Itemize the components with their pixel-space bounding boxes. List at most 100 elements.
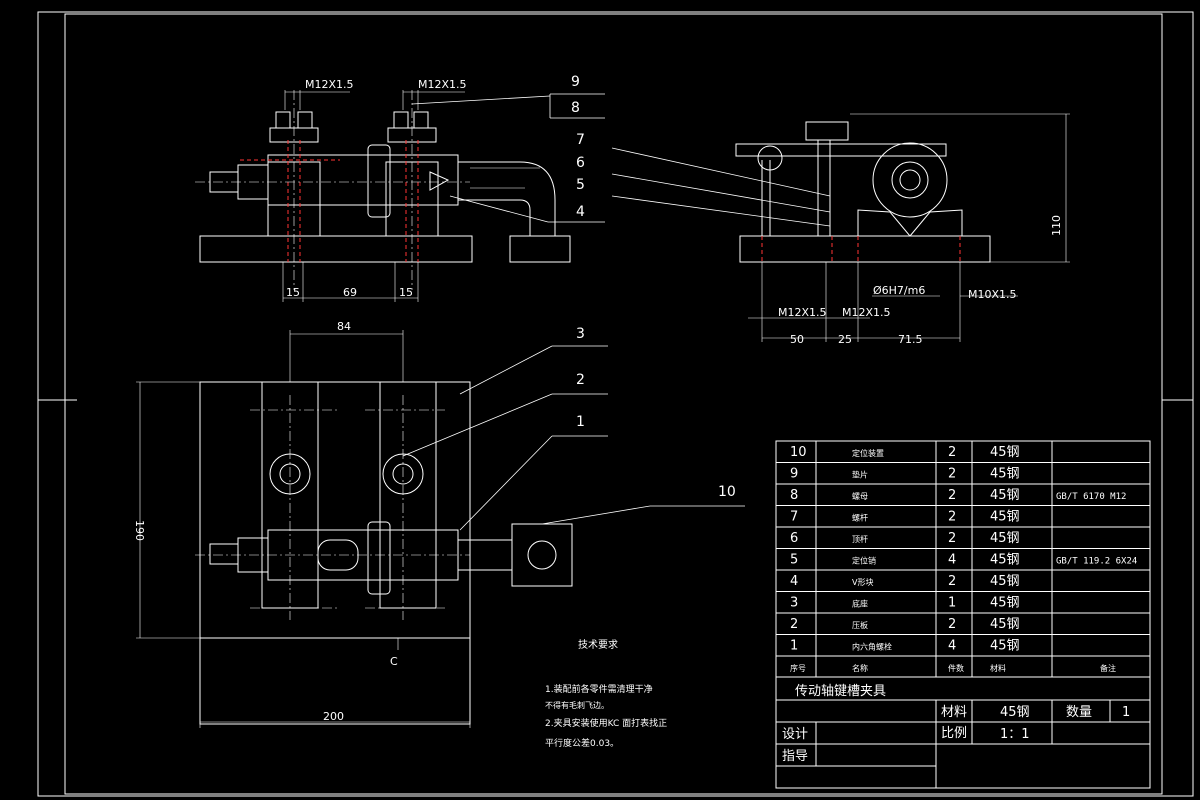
bom-cell-mat: 45钢 <box>990 467 1020 482</box>
top-locator <box>511 523 573 587</box>
balloon-4: 4 <box>576 204 585 220</box>
bom-cell-no: 2 <box>790 617 798 632</box>
side-dim-50: 50 <box>790 333 804 346</box>
front-dim-15-left: 15 <box>286 286 300 299</box>
top-dim-190: 190 <box>133 520 146 541</box>
bom-cell-mat: 45钢 <box>990 445 1020 460</box>
balloon-7: 7 <box>576 132 585 148</box>
side-clamp-plate <box>735 143 947 157</box>
front-dim-15-right: 15 <box>399 286 413 299</box>
bom-cell-qty: 4 <box>948 553 956 568</box>
bom-cell-mat: 45钢 <box>990 617 1020 632</box>
tech-line-4: 平行度公差0.03。 <box>545 737 619 749</box>
side-dim-25: 25 <box>838 333 852 346</box>
bom-cell-name: 内六角螺栓 <box>852 642 892 652</box>
tech-line-2: 不得有毛刺飞边。 <box>545 700 609 710</box>
tech-title: 技术要求 <box>578 638 618 651</box>
bom-cell-no: 6 <box>790 531 798 546</box>
bom-cell-no: 3 <box>790 596 798 611</box>
front-hidden-lines <box>240 140 419 262</box>
bom-cell-name: 定位销 <box>852 556 876 566</box>
bom-cell-no: 1 <box>790 639 798 654</box>
bom-cell-name: 底座 <box>852 599 868 609</box>
bom-cell-name: V形块 <box>852 577 873 587</box>
bom-cell-no: 8 <box>790 488 798 503</box>
balloon-10: 10 <box>718 484 736 500</box>
side-dim-110: 110 <box>1050 215 1063 236</box>
inner-border <box>64 13 1163 795</box>
bom-cell-note: GB/T 6170 M12 <box>1056 492 1126 502</box>
bom-cell-qty: 4 <box>948 639 956 654</box>
scale-value: 1：1 <box>1000 727 1030 742</box>
material-value: 45钢 <box>1000 705 1030 720</box>
side-base <box>739 235 991 263</box>
bom-cell-qty: 2 <box>948 531 956 546</box>
bom-cell-name: 垫片 <box>852 470 868 480</box>
bom-cell-qty: 2 <box>948 574 956 589</box>
drawing-title: 传动轴键槽夹具 <box>795 684 886 699</box>
balloon-5: 5 <box>576 177 585 193</box>
bom-cell-qty: 2 <box>948 445 956 460</box>
balloon-6: 6 <box>576 155 585 171</box>
top-dimensions <box>136 330 471 728</box>
bom-cell-mat: 45钢 <box>990 510 1020 525</box>
bom-header-mat: 材料 <box>990 663 1006 673</box>
bom-cell-mat: 45钢 <box>990 531 1020 546</box>
outer-border <box>37 11 1194 797</box>
side-thread-b: M12X1.5 <box>842 306 891 319</box>
bom-cell-name: 压板 <box>852 620 868 630</box>
bom-cell-qty: 1 <box>948 596 956 611</box>
front-thread-left: M12X1.5 <box>305 78 354 91</box>
bom-cell-no: 4 <box>790 574 798 589</box>
bom-cell-note: GB/T 119.2 6X24 <box>1056 557 1137 567</box>
balloon-3: 3 <box>576 326 585 342</box>
bom-header-note: 备注 <box>1100 663 1116 673</box>
side-dimensions <box>748 113 1070 342</box>
bom-cell-name: 定位装置 <box>852 448 884 458</box>
top-base-extension <box>199 637 471 725</box>
bom-cell-no: 9 <box>790 467 798 482</box>
side-dim-715: 71.5 <box>898 333 923 346</box>
balloon-2: 2 <box>576 372 585 388</box>
quantity-label: 数量 <box>1066 705 1092 720</box>
material-label: 材料 <box>941 705 967 720</box>
bom-header-no: 序号 <box>790 663 806 673</box>
bom-cell-no: 10 <box>790 445 807 460</box>
bom-cell-no: 7 <box>790 510 798 525</box>
tech-line-1: 1.装配前各零件需清理干净 <box>545 683 653 695</box>
top-view <box>199 381 573 725</box>
front-dimensions <box>282 90 465 302</box>
bom-cell-name: 螺母 <box>852 491 868 501</box>
bom-cell-mat: 45钢 <box>990 553 1020 568</box>
quantity-value: 1 <box>1122 705 1130 720</box>
tech-line-3: 2.夹具安装使用KC 面打表找正 <box>545 717 667 729</box>
front-centerlines <box>195 90 470 290</box>
bom-cell-no: 5 <box>790 553 798 568</box>
bom-cell-name: 顶杆 <box>852 534 868 544</box>
top-section-mark: C <box>390 655 398 668</box>
side-thread-a: M12X1.5 <box>778 306 827 319</box>
front-base-plate <box>199 235 473 263</box>
front-dim-69: 69 <box>343 286 357 299</box>
side-hidden-lines <box>761 236 961 262</box>
side-thread-m10: M10X1.5 <box>968 288 1017 301</box>
front-thread-right: M12X1.5 <box>418 78 467 91</box>
bom-cell-qty: 2 <box>948 467 956 482</box>
balloon-8: 8 <box>571 100 580 116</box>
side-fit: Ø6H7/m6 <box>873 284 925 297</box>
top-base-outline <box>199 381 471 639</box>
front-base-right <box>509 235 571 263</box>
top-dim-84: 84 <box>337 320 351 333</box>
bom-header-qty: 件数 <box>948 663 964 673</box>
bom-cell-mat: 45钢 <box>990 596 1020 611</box>
front-view <box>199 111 571 263</box>
design-label: 设计 <box>782 727 808 742</box>
bom-cell-mat: 45钢 <box>990 574 1020 589</box>
top-centerlines <box>195 395 470 620</box>
top-dim-200: 200 <box>323 710 344 723</box>
balloon-9: 9 <box>571 74 580 90</box>
scale-label: 比例 <box>941 726 967 741</box>
guide-label: 指导 <box>782 749 808 764</box>
